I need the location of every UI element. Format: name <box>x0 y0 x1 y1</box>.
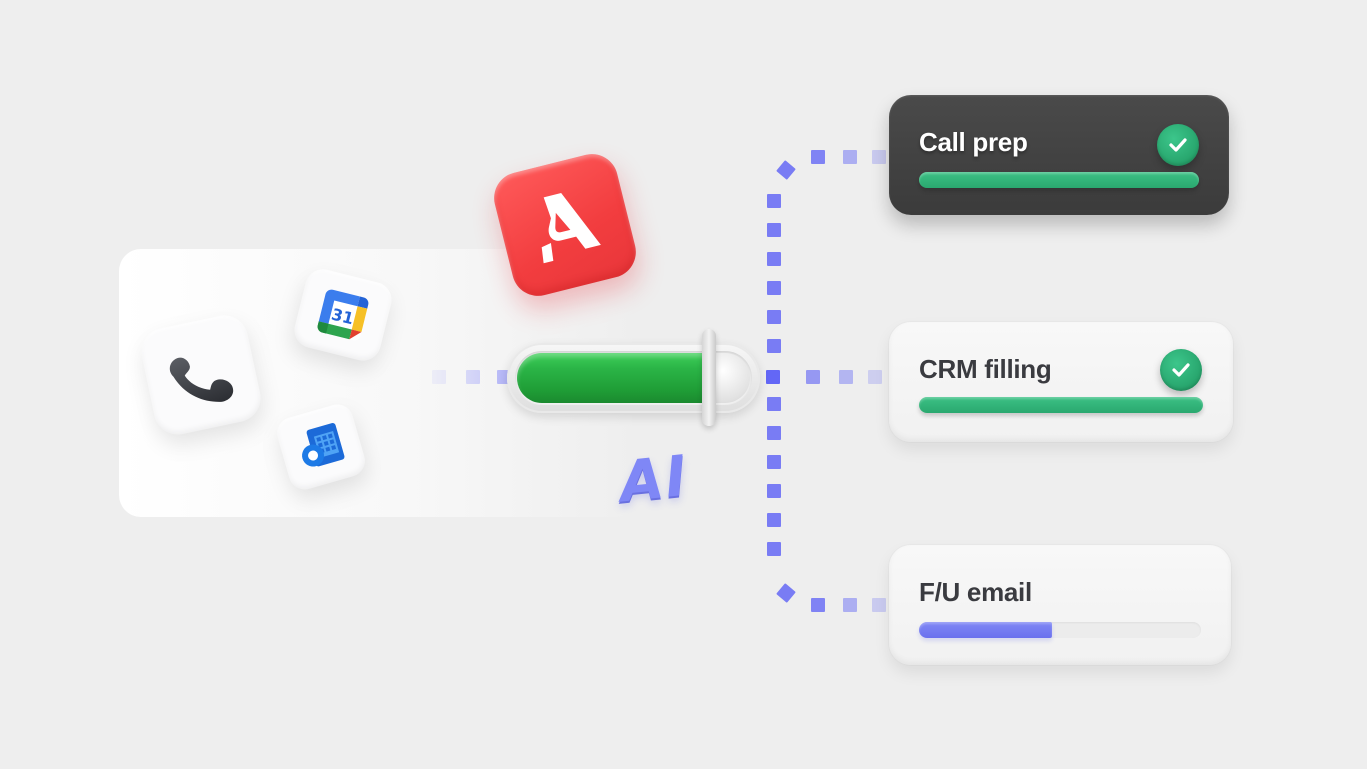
connector-dot <box>868 370 882 384</box>
connector-dot <box>767 484 781 498</box>
google-calendar-tile: 31 <box>290 265 396 365</box>
connector-dot <box>767 339 781 353</box>
ai-label: AI <box>616 443 692 516</box>
connector-dot <box>811 598 825 612</box>
task-progress-bar <box>919 172 1199 188</box>
connector-dot <box>843 150 857 164</box>
slider-fill <box>517 353 705 403</box>
phone-app-tile <box>136 310 266 440</box>
connector-dot <box>872 598 886 612</box>
connector-dot <box>766 370 780 384</box>
connector-dot <box>767 455 781 469</box>
check-icon <box>1160 349 1202 391</box>
connector-dot <box>767 252 781 266</box>
connector-dot <box>776 583 796 603</box>
google-calendar-icon: 31 <box>317 289 369 341</box>
connector-dot <box>776 160 796 180</box>
check-icon <box>1157 124 1199 166</box>
task-title: F/U email <box>919 577 1032 607</box>
task-progress-bar <box>919 622 1201 638</box>
phone-icon <box>169 357 234 402</box>
connector-dot <box>767 194 781 208</box>
calendar-date-text: 31 <box>330 305 356 329</box>
slider-inner <box>515 351 752 405</box>
connector-dot <box>872 150 886 164</box>
task-card-crm-filling: CRM filling <box>889 322 1233 442</box>
connector-dot <box>767 310 781 324</box>
outlook-calendar-tile <box>273 400 369 494</box>
brand-logo-icon <box>541 192 601 264</box>
connector-dot <box>843 598 857 612</box>
progress-fill <box>919 397 1203 413</box>
brand-app-tile <box>488 148 642 302</box>
connector-dot <box>767 542 781 556</box>
task-title: CRM filling <box>919 354 1052 384</box>
progress-fill <box>919 622 1052 638</box>
task-card-call-prep: Call prep <box>889 95 1229 215</box>
connector-dot <box>767 223 781 237</box>
ai-progress-slider <box>507 343 760 413</box>
connector-dot <box>811 150 825 164</box>
task-progress-bar <box>919 397 1203 413</box>
connector-dot <box>767 513 781 527</box>
outlook-calendar-icon <box>302 422 345 467</box>
task-title: Call prep <box>919 127 1028 157</box>
slider-handle <box>702 329 716 426</box>
progress-fill <box>919 172 1199 188</box>
connector-dot <box>839 370 853 384</box>
connector-dot <box>767 426 781 440</box>
connector-dot <box>806 370 820 384</box>
task-card-fu-email: F/U email <box>889 545 1231 665</box>
connector-dot <box>767 397 781 411</box>
connector-dot <box>767 281 781 295</box>
